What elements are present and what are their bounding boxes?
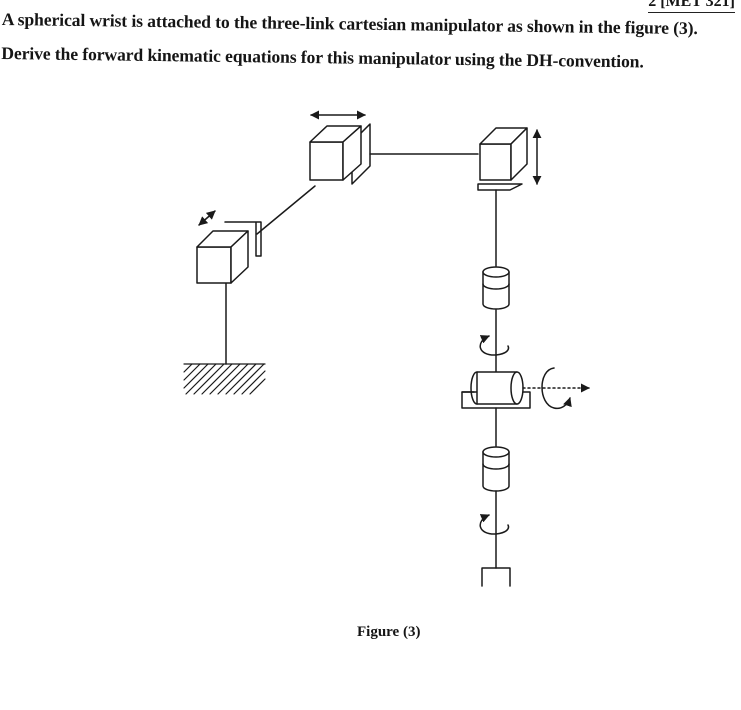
- wrist-roll-cylinder-2-icon: [482, 446, 510, 492]
- wrist-pitch-joint-icon: [461, 371, 531, 409]
- wrist-roll-cylinder-1-icon: [482, 266, 510, 310]
- ground-hatch-icon: [183, 363, 266, 395]
- prismatic-joint-1-icon: [196, 221, 262, 284]
- prismatic-joint-2-icon: [309, 123, 371, 185]
- course-code: 2 [MET 321]: [648, 0, 735, 13]
- rotation-arrow-1-icon: [479, 335, 510, 356]
- figure-caption: Figure (3): [357, 624, 421, 640]
- rotation-arrow-3-icon: [479, 514, 510, 535]
- rotation-arrow-2-icon: [541, 367, 572, 410]
- link-1: [256, 185, 316, 235]
- joint-1-motion-arrow: [198, 210, 216, 226]
- end-effector-icon: [481, 567, 511, 587]
- prismatic-joint-3-icon: [477, 127, 528, 191]
